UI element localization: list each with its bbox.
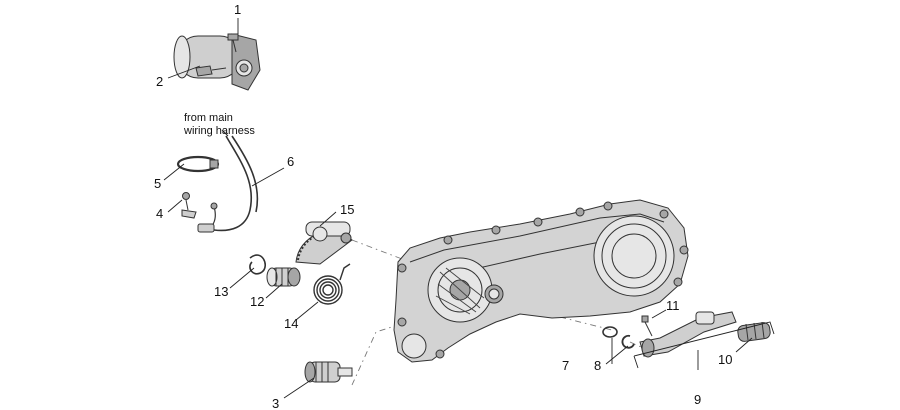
kick-lever-bracket — [633, 321, 775, 369]
callout-1: 1 — [234, 2, 241, 17]
callout-12: 12 — [250, 294, 264, 309]
transmission-cover — [393, 199, 689, 363]
callout-13: 13 — [214, 284, 228, 299]
spring-clip — [249, 254, 266, 275]
kickstart-gear-sector — [295, 221, 353, 265]
washer — [602, 326, 618, 338]
starter-motor — [173, 33, 261, 91]
cover-bolt-icons — [397, 201, 689, 359]
starter-bolt-icon — [195, 65, 227, 77]
annotation-line-1: from main — [184, 112, 233, 124]
callout-10: 10 — [718, 352, 732, 367]
callout-14: 14 — [284, 316, 298, 331]
annotation-line-2: wiring harness — [183, 125, 255, 137]
callout-7: 7 — [562, 358, 569, 373]
wiring-clamp — [176, 155, 220, 173]
callout-11: 11 — [666, 298, 680, 313]
ground-screw-icon — [181, 192, 197, 219]
kick-lever — [639, 311, 737, 358]
return-spring — [313, 263, 351, 305]
part-number-callouts: 1 2 3 4 5 6 7 8 9 10 11 12 13 14 15 — [154, 2, 732, 410]
callout-4: 4 — [156, 206, 163, 221]
callout-3: 3 — [272, 396, 279, 410]
leader-lines — [163, 18, 753, 399]
callout-8: 8 — [594, 358, 601, 373]
wiring-harness — [197, 135, 259, 233]
callout-2: 2 — [156, 74, 163, 89]
circlip — [621, 334, 635, 349]
pinion-gear — [266, 267, 301, 287]
fan-grille-icon — [435, 267, 485, 315]
callout-6: 6 — [287, 154, 294, 169]
starter-bolt-icon — [227, 33, 239, 53]
starter-bendix — [304, 361, 353, 383]
wiring-annotation: from main wiring harness — [183, 112, 255, 137]
kick-lever-rubber — [737, 321, 771, 342]
callout-9: 9 — [694, 392, 701, 407]
callout-5: 5 — [154, 176, 161, 191]
callout-15: 15 — [340, 202, 354, 217]
kick-lever-bolt-icon — [641, 315, 653, 337]
